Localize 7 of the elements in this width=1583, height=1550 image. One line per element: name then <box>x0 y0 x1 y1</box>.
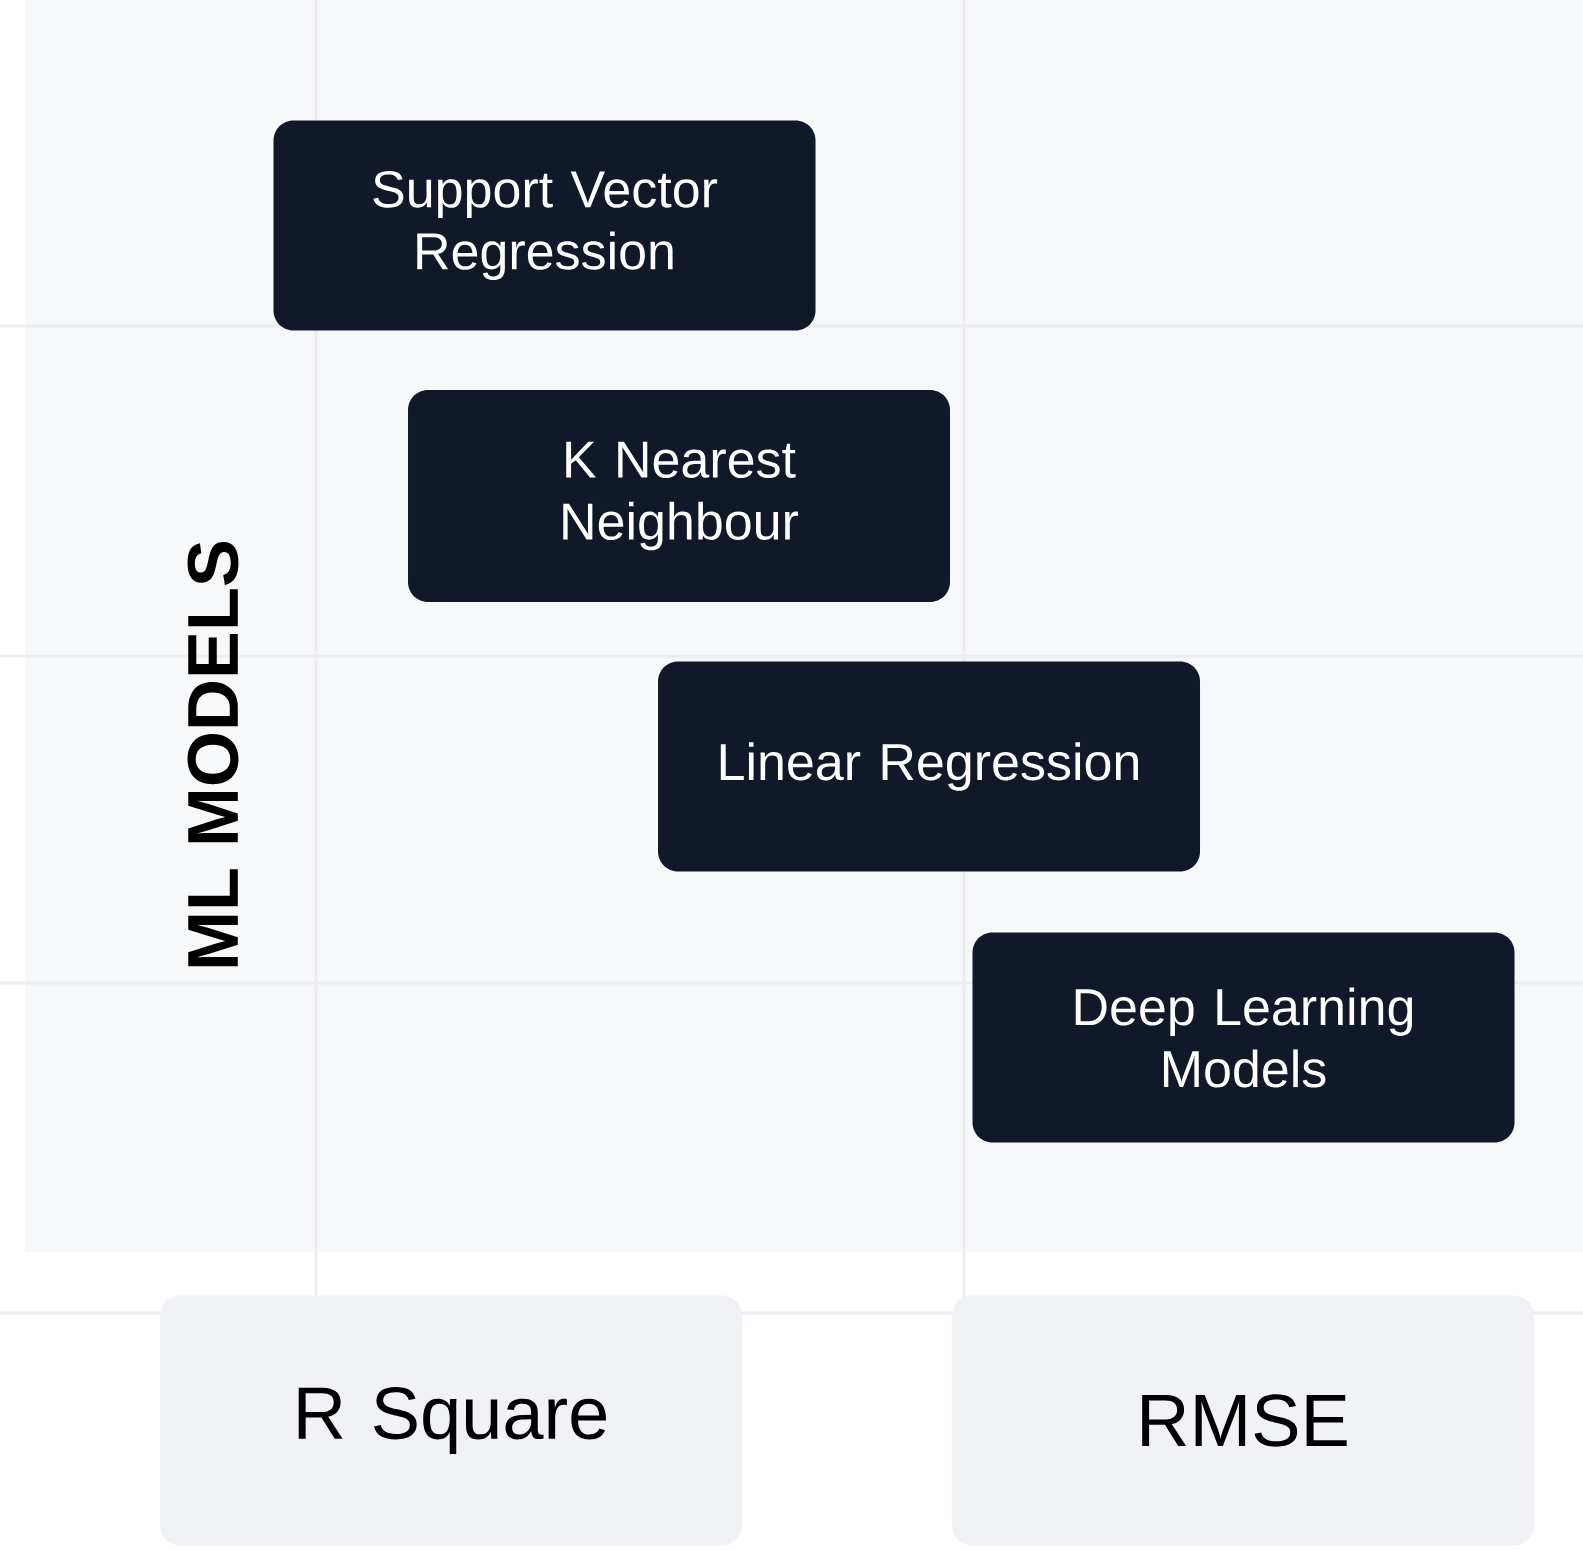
model-box: K Nearest Neighbour <box>408 390 950 602</box>
model-box: Support Vector Regression <box>273 120 816 331</box>
axis-title: ML MODELS <box>187 541 239 967</box>
model-box: Linear Regression <box>658 661 1200 872</box>
model-box: Deep Learning Models <box>972 932 1515 1143</box>
metric-box: R Square <box>160 1295 742 1546</box>
metric-box: RMSE <box>952 1295 1534 1546</box>
